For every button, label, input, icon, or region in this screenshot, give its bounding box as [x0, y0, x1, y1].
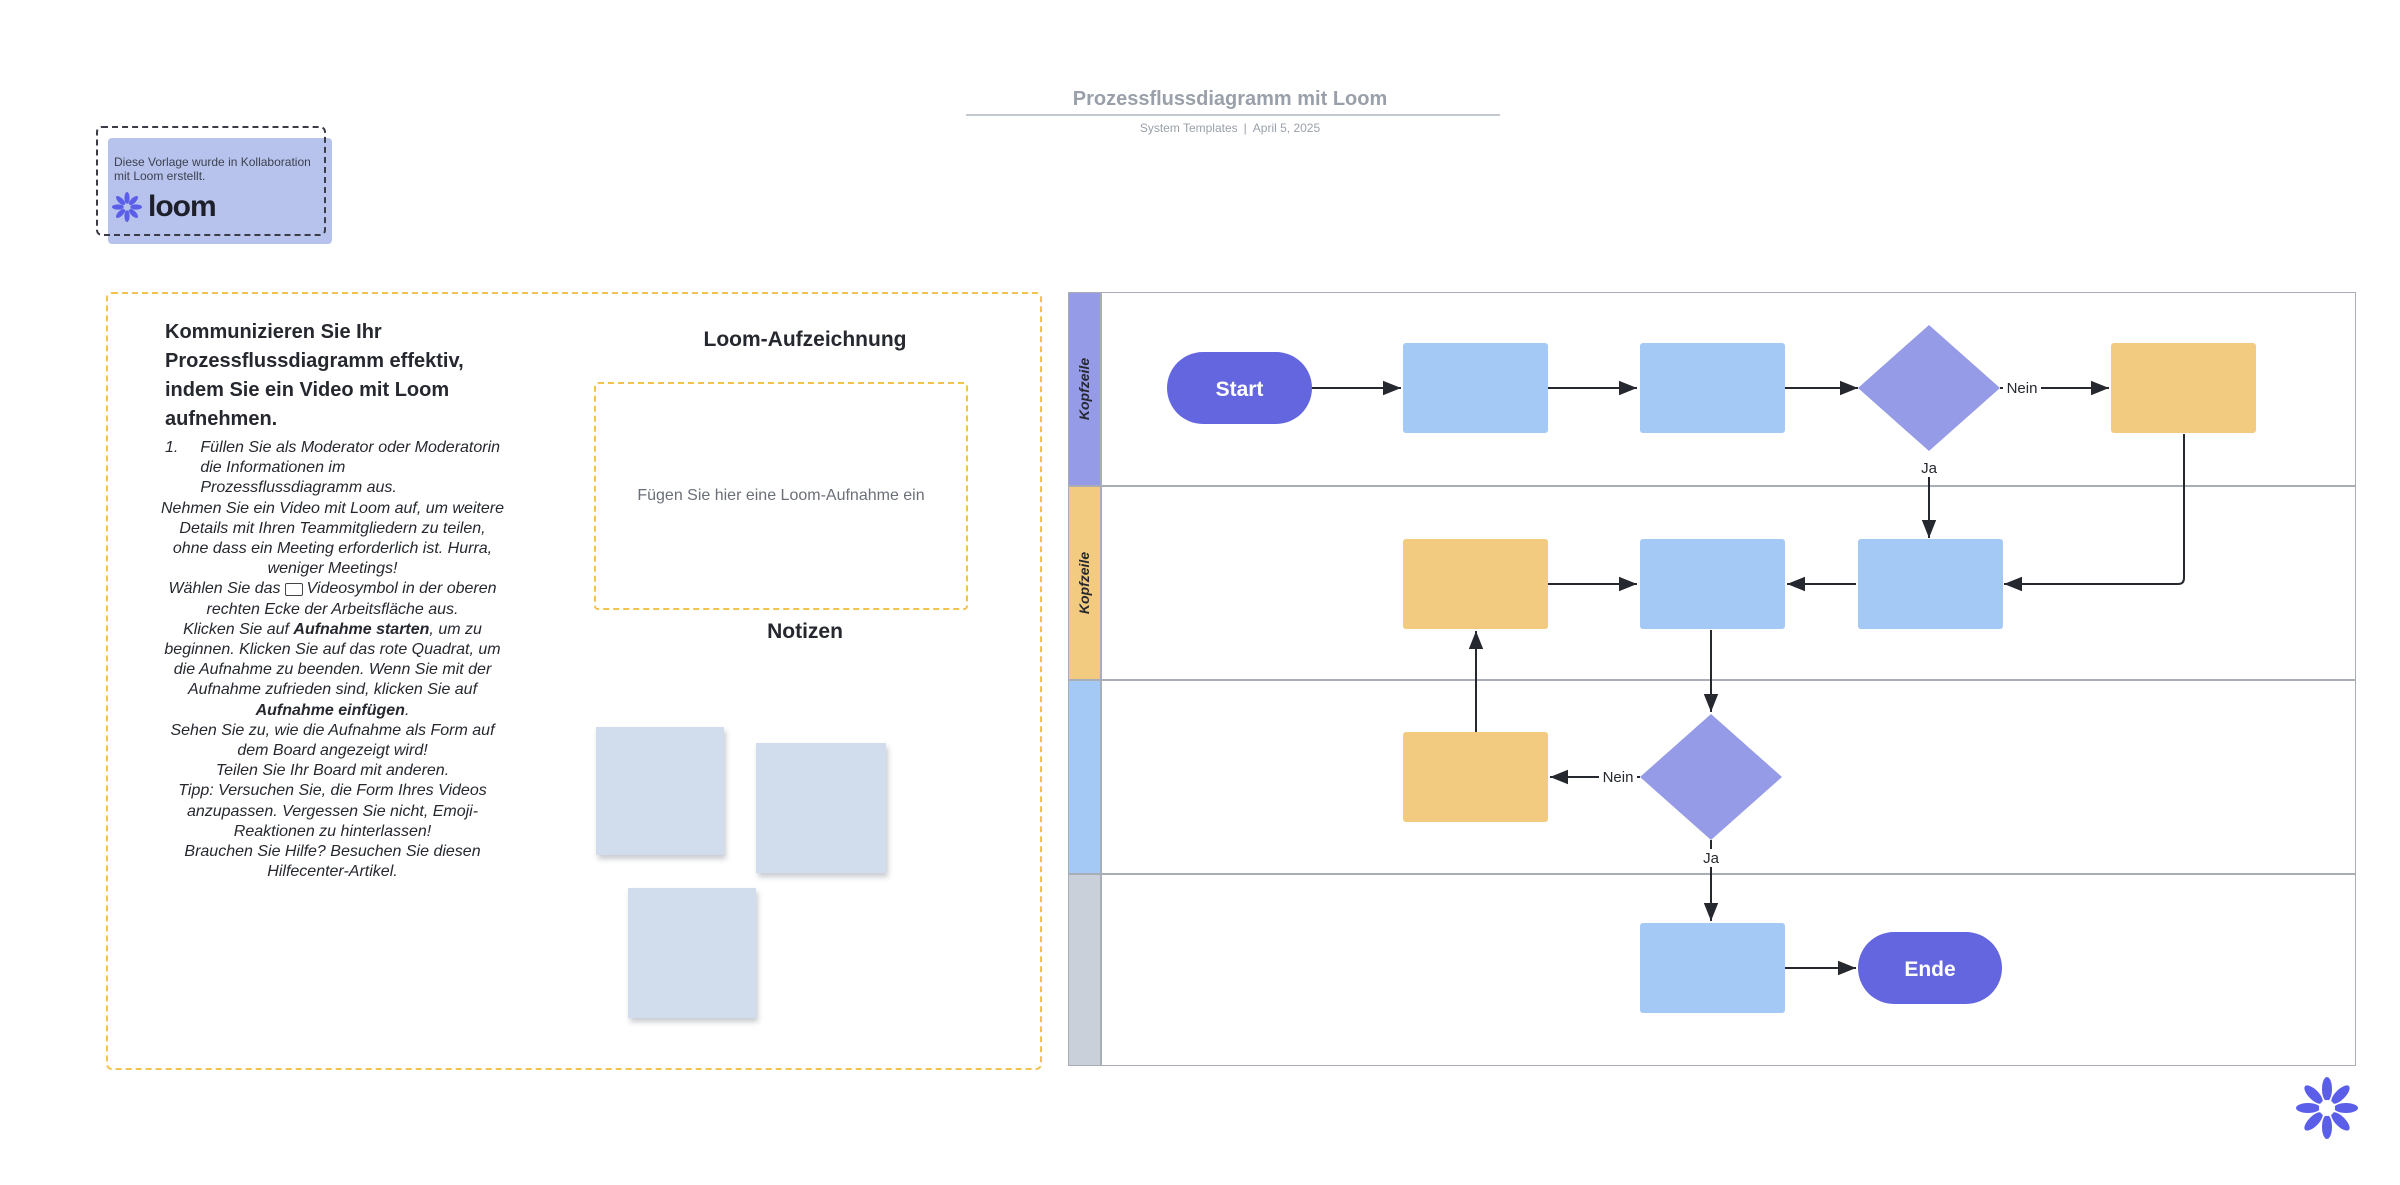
loom-recording-dropzone[interactable]: Fügen Sie hier eine Loom-Aufnahme ein [594, 382, 968, 610]
connector[interactable] [2004, 434, 2185, 592]
para-4-start: Klicken Sie auf [183, 620, 289, 638]
video-icon [284, 582, 303, 596]
instruction-step-1: 1. Füllen Sie als Moderator oder Moderat… [160, 438, 505, 499]
decision-diamond[interactable] [1858, 325, 2000, 451]
para-3-end: Videosymbol in der oberen rechten Ecke d… [206, 580, 497, 618]
no-label: Nein [1603, 769, 1634, 786]
template-date: April 5, 2025 [1252, 121, 1321, 135]
board-title: Prozessflussdiagramm mit Loom [1072, 88, 1388, 110]
edge-label-bg [1698, 849, 1724, 867]
end-label: Ende [1904, 958, 1955, 981]
sticky-note[interactable] [756, 743, 886, 873]
instructions-heading: Kommunizieren Sie Ihr Prozessflussdiagra… [165, 321, 464, 430]
lane-4-band [1068, 874, 1100, 1066]
instruction-paragraph-4: Klicken Sie auf Aufnahme starten, um zu … [160, 620, 505, 721]
loom-logo: loom [112, 190, 217, 224]
insert-recording-text: Aufnahme einfügen [255, 701, 405, 719]
para-3-start: Wählen Sie das [168, 580, 281, 598]
yes-label: Ja [1703, 850, 1720, 867]
loom-badge-frame[interactable] [96, 126, 326, 236]
lane-divider [1068, 485, 2356, 487]
instruction-paragraph-6: Teilen Sie Ihr Board mit anderen. [215, 762, 450, 780]
para-4-middle: , um zu beginnen. Klicken Sie auf das ro… [164, 620, 501, 699]
loom-collab-note: Diese Vorlage wurde in Kollaboration mit… [114, 155, 311, 183]
loom-wordmark: loom [148, 190, 217, 223]
no-label: Nein [2007, 380, 2038, 397]
decision-diamond[interactable] [1640, 714, 1782, 840]
lane-1-band [1068, 292, 1100, 486]
instruction-help-link[interactable]: Brauchen Sie Hilfe? Besuchen Sie diesen … [184, 843, 481, 881]
sticky-note[interactable] [628, 888, 756, 1018]
loom-recording-title: Loom-Aufzeichnung [703, 328, 907, 351]
start-terminal[interactable] [1167, 352, 1312, 424]
process-step[interactable] [1858, 539, 2003, 629]
template-source: System Templates [1139, 121, 1238, 135]
start-label: Start [1216, 378, 1264, 401]
edge-label-bg [1916, 459, 1942, 477]
loom-burst-icon[interactable] [2296, 1077, 2358, 1139]
instruction-paragraph-2: Nehmen Sie ein Video mit Loom auf, um we… [161, 499, 504, 578]
board-meta: System Templates | April 5, 2025 [960, 121, 1500, 135]
notes-title: Notizen [767, 620, 843, 643]
yes-label: Ja [1921, 460, 1938, 477]
step-number: 1. [165, 439, 179, 456]
sticky-note[interactable] [596, 727, 724, 855]
process-step[interactable] [1403, 539, 1548, 629]
instruction-tip: Tipp: Versuchen Sie, die Form Ihres Vide… [178, 782, 487, 840]
title-underline [966, 114, 1500, 116]
end-terminal[interactable] [1858, 932, 2002, 1004]
step-1-text: Füllen Sie als Moderator oder Moderatori… [200, 439, 501, 497]
lane-3-band [1068, 680, 1100, 874]
instructions-body: 1. Füllen Sie als Moderator oder Moderat… [160, 438, 505, 882]
process-step[interactable] [2111, 343, 2256, 433]
process-step[interactable] [1640, 343, 1785, 433]
start-recording-text: Aufnahme starten [293, 620, 430, 638]
recording-placeholder: Fügen Sie hier eine Loom-Aufnahme ein [637, 487, 925, 504]
lane-2-band [1068, 486, 1100, 680]
loom-badge-card[interactable] [108, 138, 332, 244]
process-step[interactable] [1403, 343, 1548, 433]
process-step[interactable] [1640, 923, 1785, 1013]
edge-label-bg [1599, 768, 1637, 786]
edge-label-bg [2003, 379, 2041, 397]
instructions-frame[interactable] [106, 292, 1042, 1070]
para-4-end: . [404, 701, 410, 719]
process-step[interactable] [1640, 539, 1785, 629]
loom-burst-icon [112, 192, 142, 222]
instruction-paragraph-5: Sehen Sie zu, wie die Aufnahme als Form … [170, 721, 495, 760]
meta-separator: | [1243, 121, 1247, 135]
process-step[interactable] [1403, 732, 1548, 822]
